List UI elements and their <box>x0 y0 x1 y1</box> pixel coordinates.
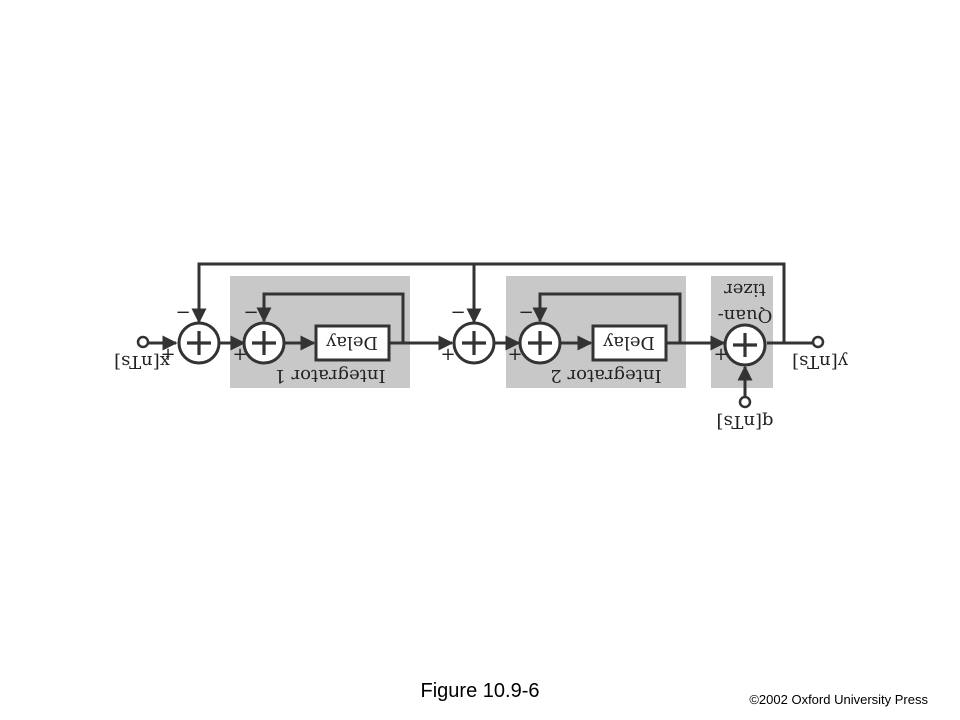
input-label: x[nTs] <box>114 351 170 372</box>
integrator-2-feedback <box>532 292 682 343</box>
sign-minus-2: − <box>243 302 258 323</box>
delay-2-label: Delay <box>602 332 655 353</box>
quantizer-summer <box>723 323 767 367</box>
integrator-1-label: Integrator 1 <box>274 365 385 386</box>
copyright-notice: ©2002 Oxford University Press <box>749 692 928 707</box>
noise-terminal <box>738 395 752 409</box>
sign-minus-1: − <box>175 302 190 323</box>
quantizer-label-line2: tizer <box>724 279 766 300</box>
integrator-1-feedback <box>256 292 405 343</box>
output-label: y[nTs] <box>792 351 849 372</box>
input-terminal <box>136 335 150 349</box>
output-terminal <box>811 335 825 349</box>
summer-2 <box>242 321 286 365</box>
sign-plus-2: + <box>232 344 247 365</box>
summer-3 <box>452 321 496 365</box>
sign-minus-3: − <box>450 302 465 323</box>
quantizer-label-line1: Quan- <box>718 305 773 326</box>
delay-1-block <box>314 324 391 362</box>
sign-minus-4: − <box>518 302 533 323</box>
integrator-2-label: Integrator 2 <box>550 365 661 386</box>
sign-plus-3: + <box>440 344 455 365</box>
summer-4 <box>518 321 562 365</box>
sign-plus-1: + <box>160 344 175 365</box>
delay-2-block <box>591 324 668 362</box>
noise-label: q[nTs] <box>716 411 773 432</box>
sign-plus-4: + <box>507 344 522 365</box>
outer-feedback-wire <box>191 262 786 343</box>
sign-plus-5: + <box>713 344 728 365</box>
figure-caption: Figure 10.9-6 <box>420 680 540 702</box>
delay-1-label: Delay <box>325 332 378 353</box>
summer-1 <box>177 321 221 365</box>
